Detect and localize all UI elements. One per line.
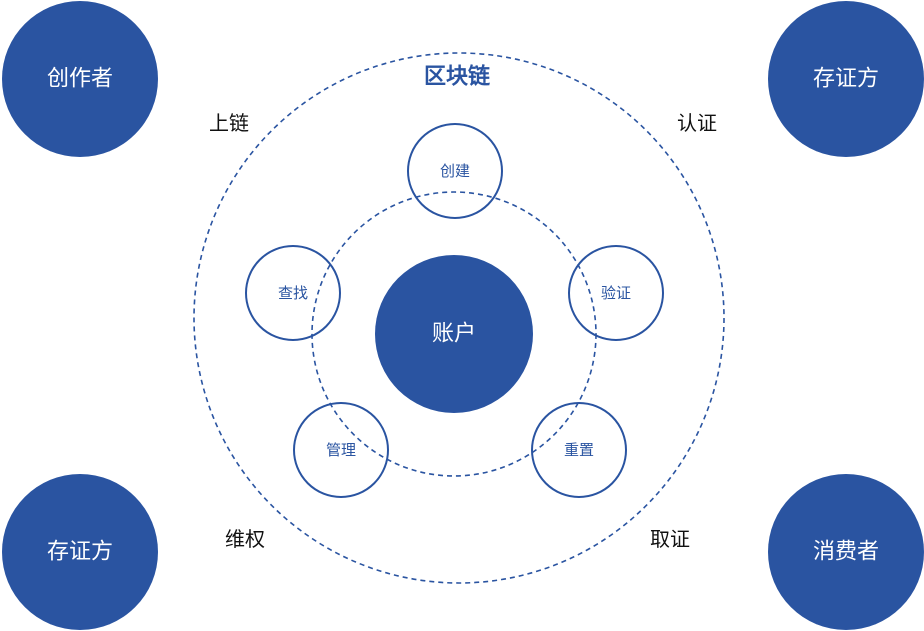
actor-top-left-label: 创作者	[47, 67, 113, 92]
flow-bottom-right-label: 取证	[650, 527, 690, 551]
node-create: 创建	[407, 123, 503, 219]
node-manage-label: 管理	[326, 441, 356, 459]
blockchain-ring	[193, 52, 725, 584]
account-ring	[311, 191, 597, 477]
node-verify-label: 验证	[601, 284, 631, 302]
actor-bottom-left-label: 存证方	[47, 540, 113, 565]
node-search-label: 查找	[278, 284, 308, 302]
node-reset: 重置	[531, 402, 627, 498]
actor-top-right: 存证方	[768, 1, 924, 157]
actor-bottom-right-label: 消费者	[813, 540, 879, 565]
node-reset-label: 重置	[564, 441, 594, 459]
node-search: 查找	[245, 245, 341, 341]
node-manage: 管理	[293, 402, 389, 498]
node-create-label: 创建	[440, 162, 470, 180]
flow-top-left-label: 上链	[209, 111, 249, 135]
actor-top-left: 创作者	[2, 1, 158, 157]
actor-top-right-label: 存证方	[813, 67, 879, 92]
diagram-title: 区块链	[424, 64, 490, 90]
actor-bottom-left: 存证方	[2, 474, 158, 630]
center-account-label: 账户	[432, 322, 476, 347]
flow-bottom-left-label: 维权	[225, 527, 265, 551]
actor-bottom-right: 消费者	[768, 474, 924, 630]
flow-top-right-label: 认证	[677, 111, 717, 135]
center-account: 账户	[375, 255, 533, 413]
node-verify: 验证	[568, 245, 664, 341]
